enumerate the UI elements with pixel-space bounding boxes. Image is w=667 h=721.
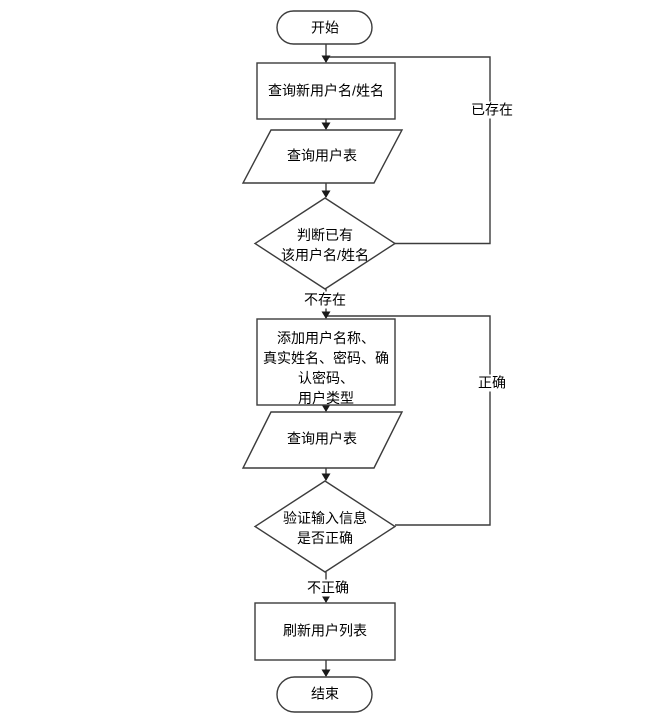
add-user-info-line-2: 真实姓名、密码、确 <box>263 350 389 366</box>
check-existing-label: 判断已有 该用户名/姓名 <box>281 225 369 265</box>
arrowhead-query <box>321 55 331 63</box>
arrowhead-check <box>321 190 331 198</box>
refresh-user-list-process-shape <box>254 602 396 661</box>
query-new-user-process-shape <box>256 62 396 120</box>
end-label: 结束 <box>311 685 339 702</box>
query-user-table-1-label: 查询用户表 <box>287 147 357 164</box>
arrowhead-validate <box>321 473 331 481</box>
edge-label-exists: 已存在 <box>469 101 515 119</box>
refresh-user-list-label: 刷新用户列表 <box>283 622 367 639</box>
check-existing-line-1: 判断已有 <box>296 227 353 243</box>
arrowhead-table2 <box>321 404 331 412</box>
start-terminator-shape <box>276 10 373 45</box>
edge-label-not-exists: 不存在 <box>302 291 348 309</box>
validate-input-label: 验证输入信息 是否正确 <box>283 508 367 548</box>
start-label: 开始 <box>311 19 339 36</box>
check-existing-decision-shape <box>253 197 397 290</box>
edge-label-correct: 正确 <box>476 374 508 392</box>
add-user-info-line-4: 用户类型 <box>298 390 354 406</box>
query-user-table-2-label: 查询用户表 <box>287 430 357 447</box>
validate-input-line-2: 是否正确 <box>297 530 353 546</box>
arrowhead-refresh <box>321 595 331 603</box>
add-user-info-label: 添加用户名称、 真实姓名、密码、确 认密码、 用户类型 <box>263 328 389 408</box>
query-user-table-2-io-shape <box>241 411 404 469</box>
query-new-user-label: 查询新用户名/姓名 <box>268 82 384 99</box>
edge-exists-loop <box>326 56 491 245</box>
check-existing-line-2: 该用户名/姓名 <box>281 247 369 263</box>
query-user-table-1-io-shape <box>241 129 404 184</box>
end-terminator-shape <box>276 676 373 713</box>
arrowhead-add <box>321 311 331 319</box>
validate-input-line-1: 验证输入信息 <box>283 510 367 526</box>
add-user-info-line-3: 认密码、 <box>298 370 354 386</box>
arrowhead-table1 <box>321 122 331 130</box>
edge-label-incorrect: 不正确 <box>305 579 351 597</box>
validate-input-decision-shape <box>253 480 397 573</box>
add-user-info-line-1: 添加用户名称、 <box>277 330 375 346</box>
edge-correct-loop <box>326 315 491 526</box>
add-user-info-process-shape <box>256 318 396 406</box>
arrowhead-end <box>321 669 331 677</box>
